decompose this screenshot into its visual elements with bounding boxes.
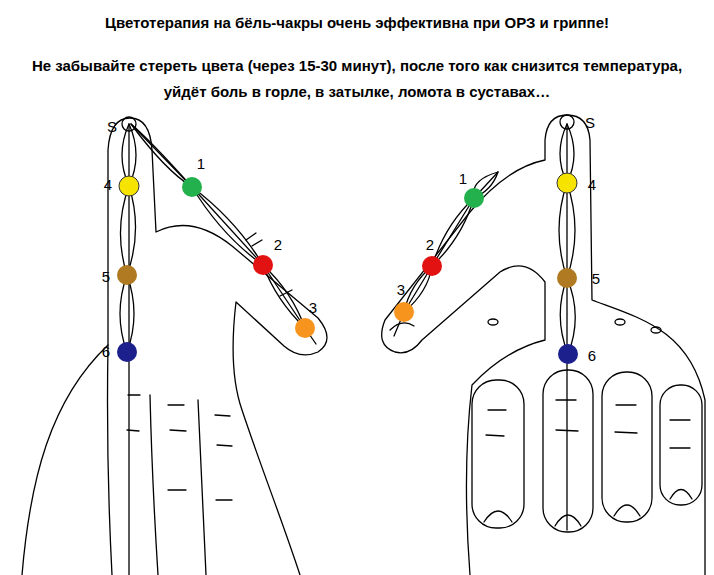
- note-text: Не забывайте стереть цвета (через 15-30 …: [20, 53, 694, 105]
- callout-number: S: [107, 119, 117, 134]
- callout-number: 4: [104, 177, 112, 192]
- right-knuckle-mark: [651, 327, 661, 333]
- left-thumb-meridian: [131, 124, 316, 344]
- right-knuckle-mark: [615, 319, 625, 325]
- right-nails: [484, 490, 692, 527]
- color-dot: [295, 318, 315, 338]
- color-dot: [394, 302, 414, 322]
- right-s-point: [560, 115, 574, 129]
- left-finger-lines: [108, 345, 207, 575]
- color-dot: [117, 265, 137, 285]
- color-dot: [117, 342, 137, 362]
- color-dot: [557, 268, 577, 288]
- callout-number: 2: [426, 237, 434, 252]
- right-finger: [472, 380, 524, 528]
- callout-number: 3: [309, 300, 317, 315]
- left-thumb-crease: [246, 233, 292, 296]
- right-knuckle-mark: [488, 319, 498, 325]
- left-s-point: [122, 117, 136, 131]
- right-thumb-outline: [390, 323, 414, 330]
- right-loops: [404, 124, 575, 354]
- color-dot: [253, 255, 273, 275]
- color-dot: [182, 177, 202, 197]
- callout-number: 5: [102, 269, 110, 284]
- callout-number: S: [585, 115, 595, 130]
- right-finger: [660, 385, 702, 505]
- right-thumb-meridian: [394, 172, 498, 336]
- left-creases: [127, 395, 232, 500]
- callout-number: 1: [197, 156, 205, 171]
- right-hand-outline: [382, 115, 705, 575]
- color-dot: [557, 173, 577, 193]
- callout-number: 3: [397, 282, 405, 297]
- color-dot: [119, 176, 139, 196]
- callout-number: 6: [588, 348, 596, 363]
- left-hand-outline: [22, 118, 327, 575]
- title: Цветотерапия на бёль-чакры очень эффекти…: [10, 14, 704, 31]
- callout-number: 1: [459, 171, 467, 186]
- callout-number: 6: [102, 344, 110, 359]
- right-finger: [602, 372, 652, 522]
- right-creases: [486, 400, 690, 448]
- color-dot: [558, 344, 578, 364]
- color-dot: [422, 256, 442, 276]
- callout-number: 5: [592, 271, 600, 286]
- color-dot: [464, 188, 484, 208]
- callout-number: 2: [274, 237, 282, 252]
- callout-number: 4: [588, 177, 596, 192]
- left-loops: [120, 124, 305, 352]
- right-finger: [543, 370, 593, 532]
